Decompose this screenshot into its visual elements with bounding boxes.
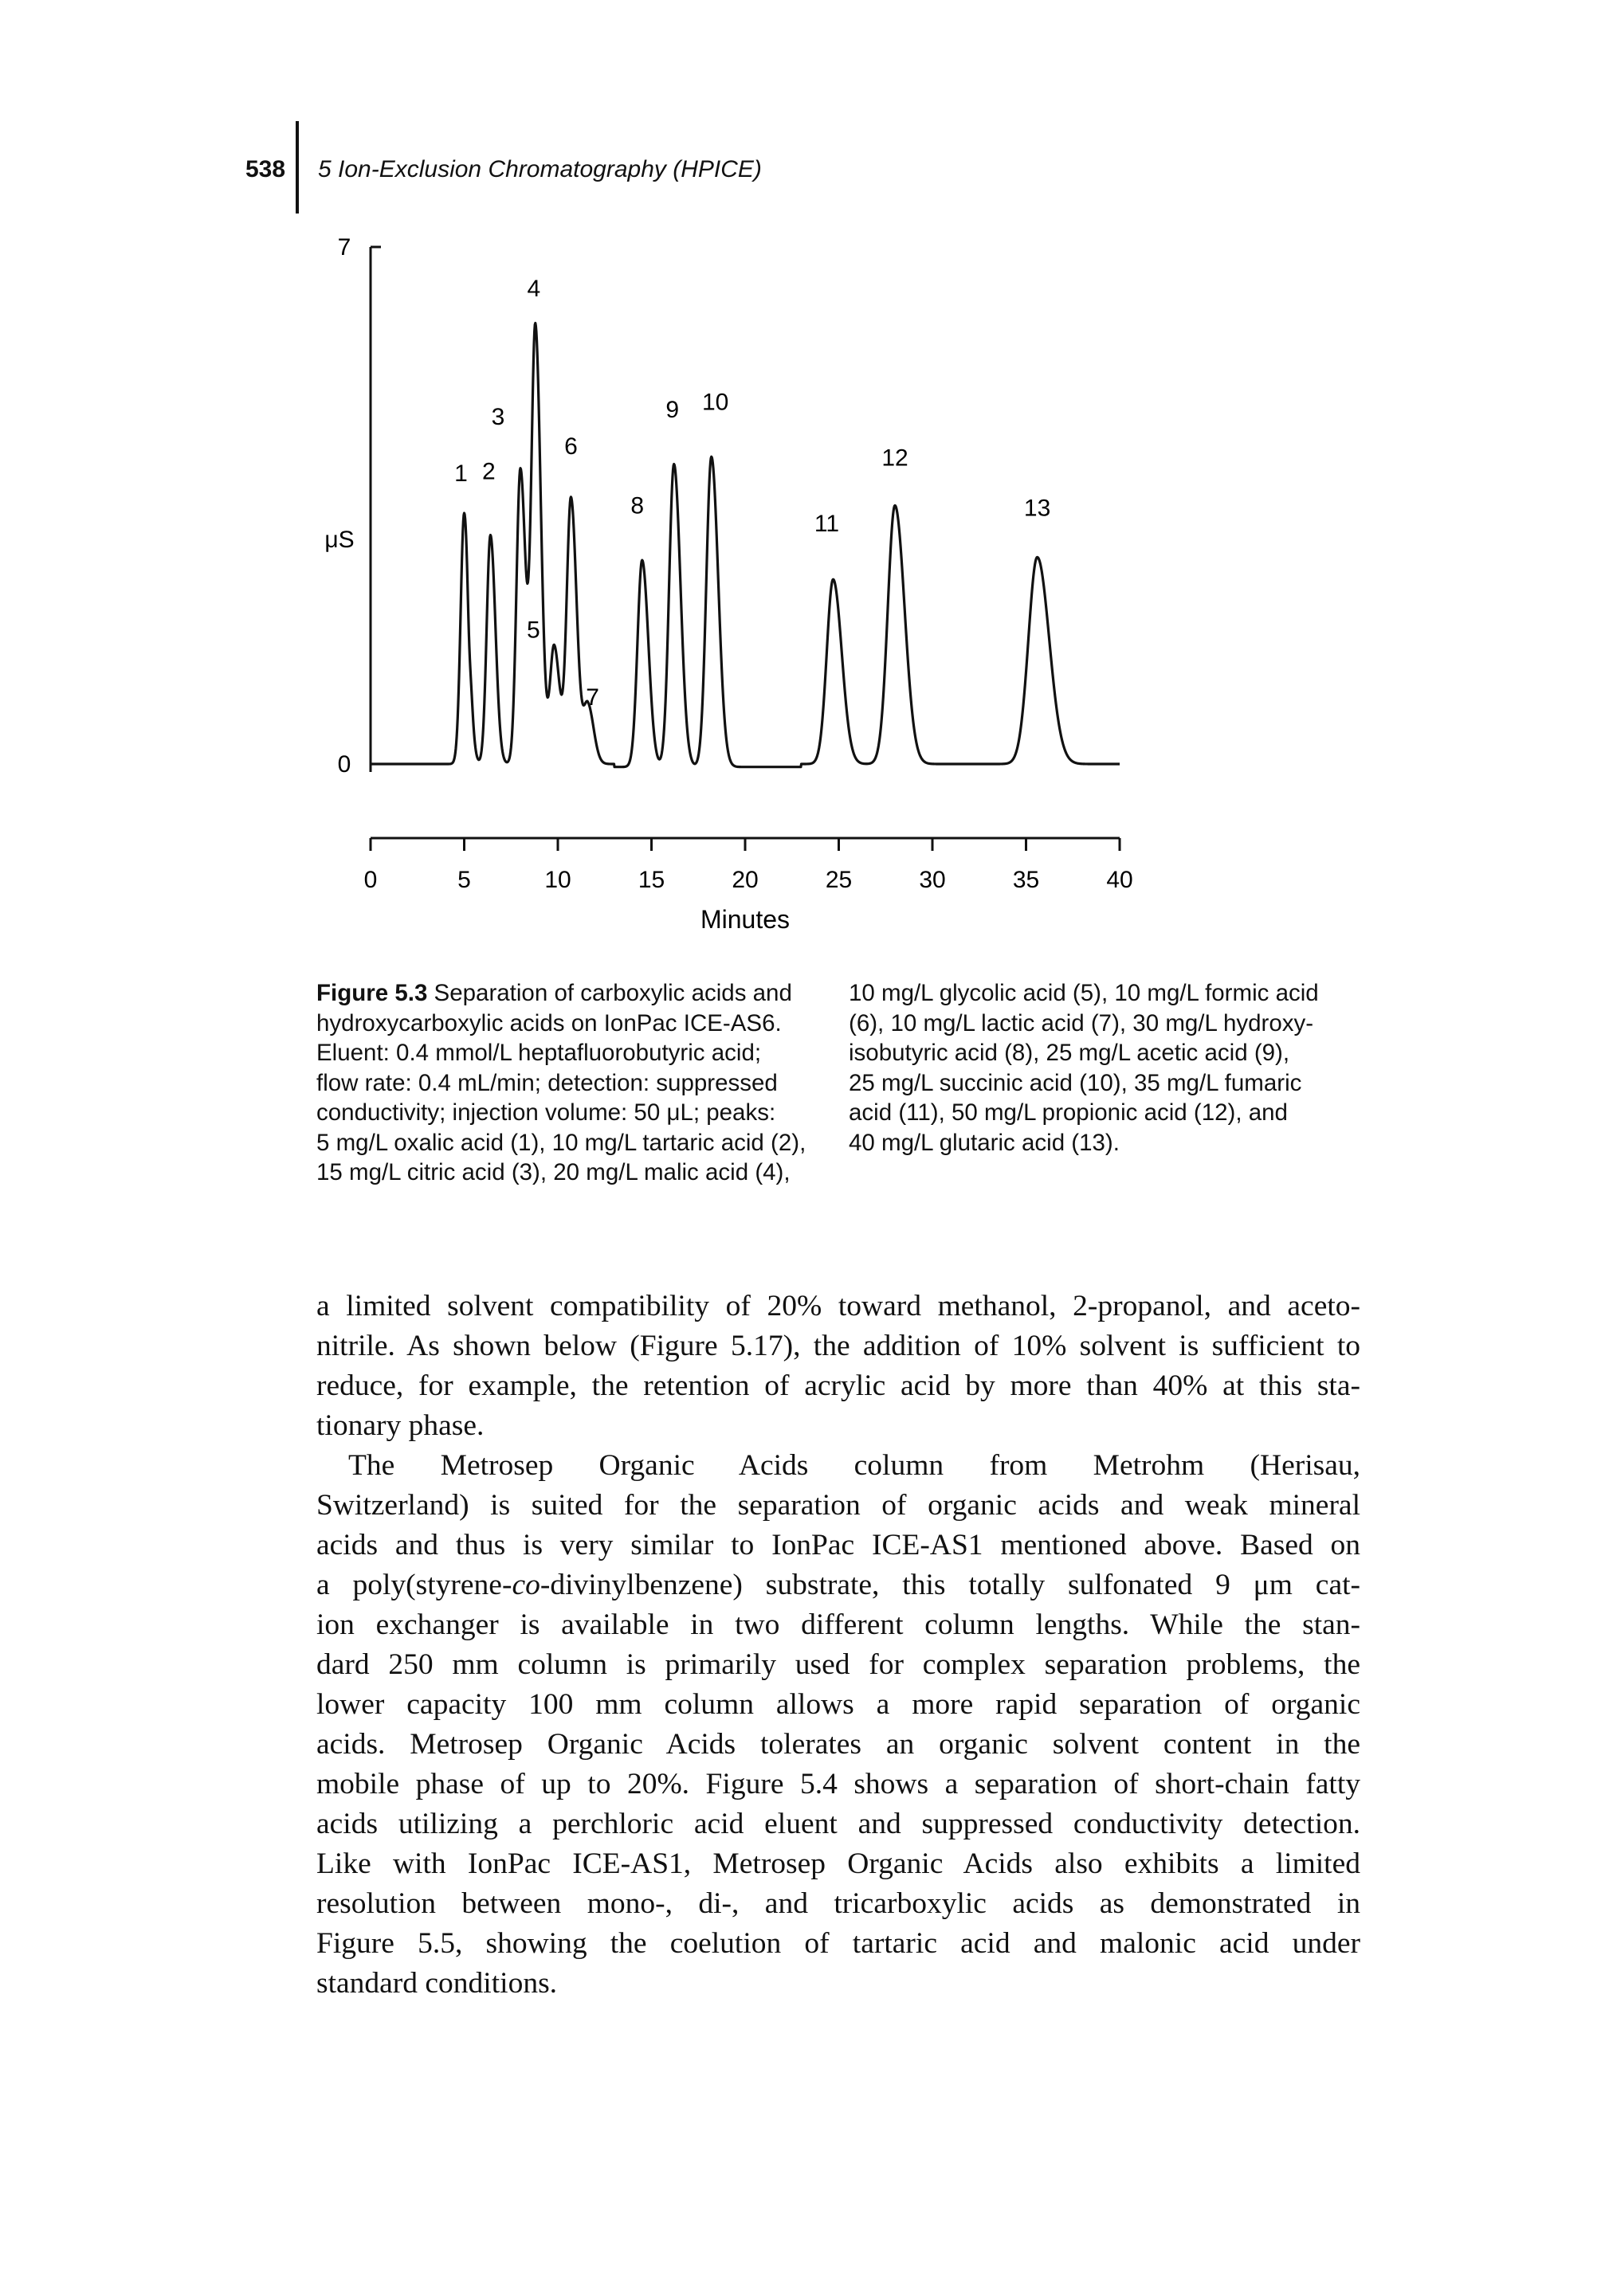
peak-label: 11 (814, 511, 839, 537)
text-line: Switzerland) is suited for the separatio… (316, 1489, 1360, 1522)
y-axis-label: μS (324, 527, 354, 553)
caption-line: (6), 10 mg/L lactic acid (7), 30 mg/L hy… (849, 1009, 1314, 1036)
caption-line: conductivity; injection volume: 50 μL; p… (316, 1099, 776, 1126)
page-number: 538 (245, 156, 286, 182)
text-line: resolution between mono-, di-, and trica… (316, 1887, 1360, 1920)
x-tick-label: 15 (638, 867, 665, 893)
text-line: nitrile. As shown below (Figure 5.17), t… (316, 1330, 1360, 1362)
peak-label: 8 (630, 492, 644, 519)
x-tick-label: 25 (826, 867, 852, 893)
caption-line: isobutyric acid (8), 25 mg/L acetic acid… (849, 1040, 1290, 1066)
chapter-title: 5 Ion-Exclusion Chromatography (HPICE) (318, 156, 762, 182)
peak-label: 1 (454, 460, 468, 487)
chromatogram-trace (369, 321, 1121, 769)
paragraph: The Metrosep Organic Acids column from M… (316, 1446, 1360, 2004)
peak-label: 6 (564, 433, 578, 460)
peak-label: 9 (665, 397, 679, 423)
running-head: 538 5 Ion-Exclusion Chromatography (HPIC… (0, 0, 1601, 231)
x-tick-label: 0 (364, 867, 378, 893)
x-axis-label: Minutes (700, 905, 790, 934)
x-tick-label: 35 (1013, 867, 1039, 893)
caption-line: 15 mg/L citric acid (3), 20 mg/L malic a… (316, 1159, 791, 1185)
text-line: acids. Metrosep Organic Acids tolerates … (316, 1728, 1360, 1761)
peak-label: 3 (492, 404, 505, 430)
peak-label: 13 (1024, 495, 1050, 521)
caption-line: 40 mg/L glutaric acid (13). (849, 1129, 1120, 1156)
text-line: reduce, for example, the retention of ac… (316, 1369, 1360, 1402)
x-tick-label: 30 (919, 867, 945, 893)
text-line: mobile phase of up to 20%. Figure 5.4 sh… (316, 1768, 1360, 1800)
peak-label: 5 (527, 617, 540, 644)
text-line: Like with IonPac ICE-AS1, Metrosep Organ… (316, 1847, 1360, 1880)
italic-prefix: co (512, 1569, 540, 1601)
text-line: a limited solvent compatibility of 20% t… (316, 1290, 1360, 1322)
text-line: standard conditions. (316, 1967, 558, 2000)
figure-label: Figure 5.3 (316, 980, 428, 1006)
y-tick-label: 7 (338, 234, 351, 261)
paragraph: a limited solvent compatibility of 20% t… (316, 1287, 1360, 1446)
header-rule (296, 121, 299, 214)
text-line: The Metrosep Organic Acids column from M… (348, 1449, 1360, 1482)
caption-line: Figure 5.3 Separation of carboxylic acid… (316, 978, 826, 1009)
text-line: Figure 5.5, showing the coelution of tar… (316, 1927, 1360, 1960)
peak-label: 7 (586, 684, 599, 711)
caption-line: 10 mg/L glycolic acid (5), 10 mg/L formi… (849, 980, 1319, 1006)
body-text: a limited solvent compatibility of 20% t… (316, 1287, 1360, 2004)
text-line: a poly(styrene-co-divinylbenzene) substr… (316, 1569, 1360, 1601)
text-line: acids utilizing a perchloric acid eluent… (316, 1808, 1360, 1840)
text-line: dard 250 mm column is primarily used for… (316, 1648, 1360, 1681)
caption-line: Eluent: 0.4 mmol/L heptafluorobutyric ac… (316, 1040, 762, 1066)
caption-line: flow rate: 0.4 mL/min; detection: suppre… (316, 1069, 778, 1096)
peak-label: 2 (482, 459, 496, 485)
peak-label: 12 (881, 445, 908, 472)
peak-label: 10 (702, 390, 728, 416)
text-line: acids and thus is very similar to IonPac… (316, 1529, 1360, 1561)
x-tick-label: 20 (732, 867, 758, 893)
x-tick-label: 5 (457, 867, 471, 893)
figure-caption-right: 10 mg/L glycolic acid (5), 10 mg/L formi… (849, 978, 1391, 1158)
x-tick-label: 40 (1106, 867, 1132, 893)
y-tick-label: 0 (338, 751, 351, 778)
caption-line: 25 mg/L succinic acid (10), 35 mg/L fuma… (849, 1069, 1302, 1096)
figure-caption-left: Figure 5.3 Separation of carboxylic acid… (316, 978, 826, 1188)
caption-line: acid (11), 50 mg/L propionic acid (12), … (849, 1099, 1288, 1126)
text-line: lower capacity 100 mm column allows a mo… (316, 1688, 1360, 1721)
caption-line: 5 mg/L oxalic acid (1), 10 mg/L tartaric… (316, 1129, 806, 1156)
peak-label: 4 (527, 276, 540, 302)
text-line: ion exchanger is available in two differ… (316, 1608, 1360, 1641)
caption-line: hydroxycarboxylic acids on IonPac ICE-AS… (316, 1009, 782, 1036)
text-line: tionary phase. (316, 1409, 485, 1442)
caption-text: Separation of carboxylic acids and (427, 980, 792, 1006)
x-tick-label: 10 (544, 867, 571, 893)
